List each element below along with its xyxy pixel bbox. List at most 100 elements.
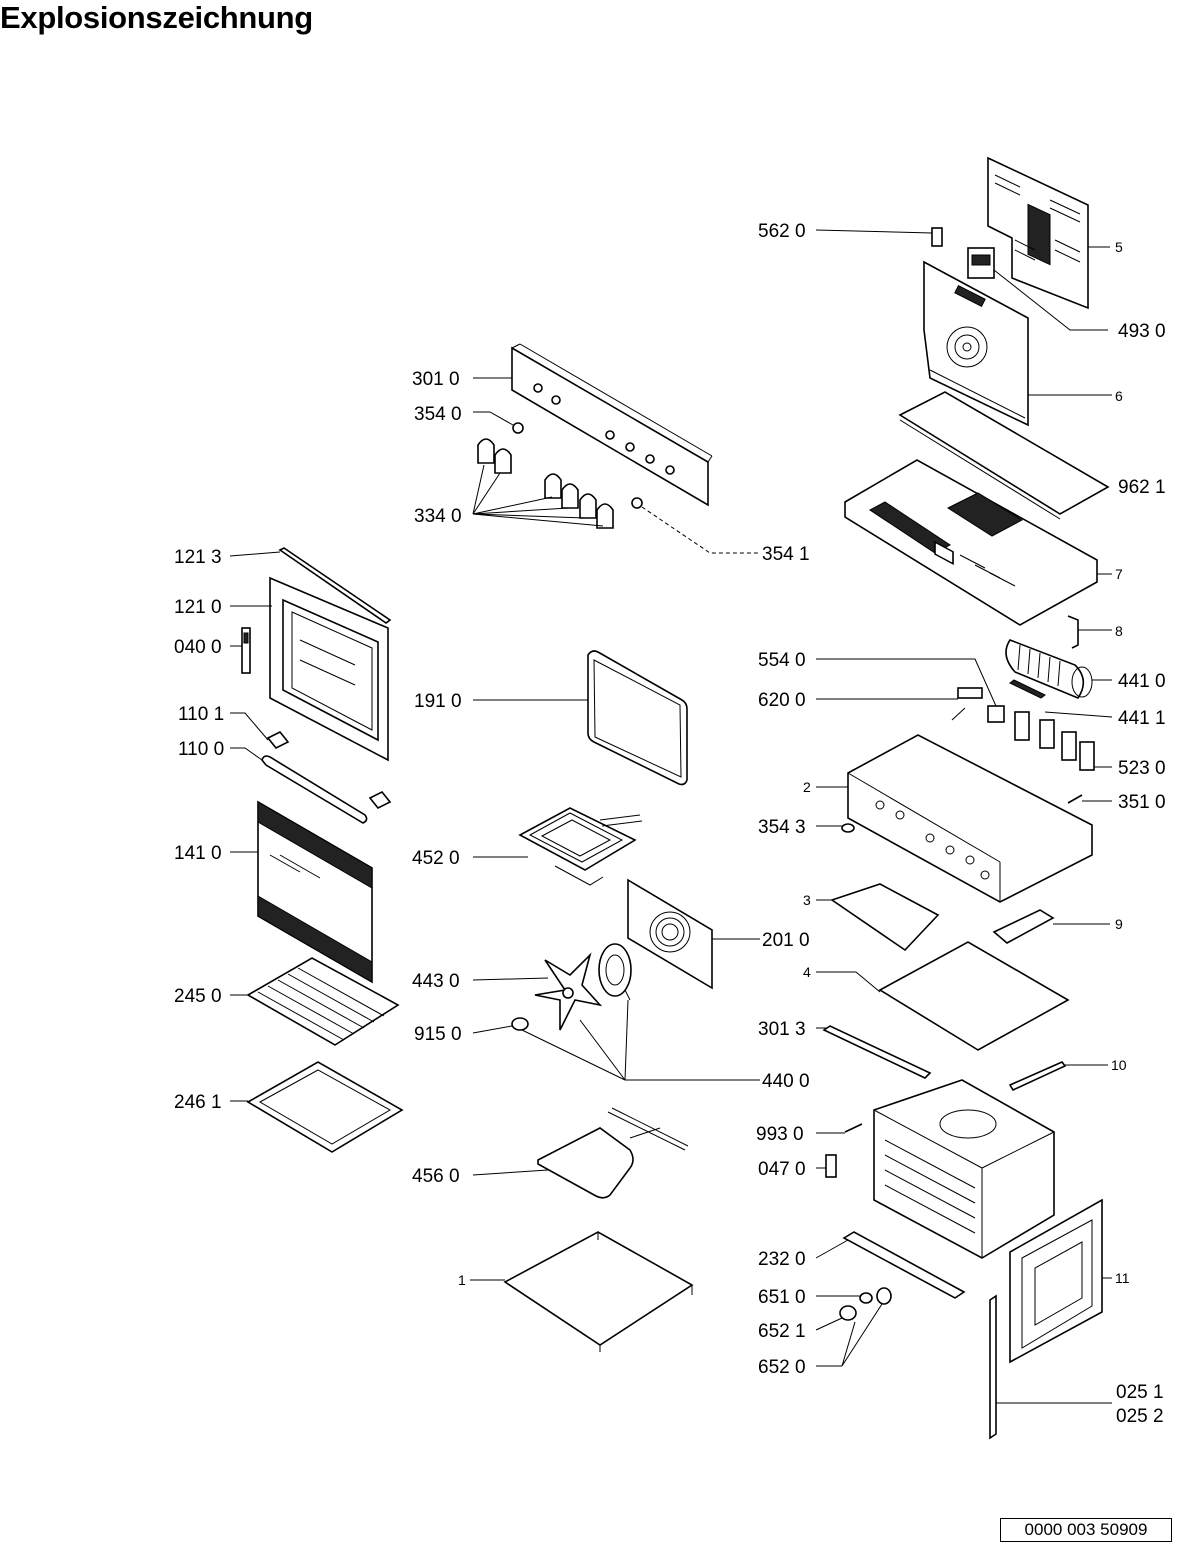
part-floor-panel [503, 1231, 694, 1352]
label-201-0: 201 0 [762, 930, 810, 951]
label-3: 3 [803, 892, 811, 908]
label-6: 6 [1115, 388, 1123, 404]
part-vertical-rail [989, 1294, 997, 1440]
part-panel-3 [830, 883, 940, 952]
part-spacer [511, 1017, 529, 1031]
label-191-0: 191 0 [414, 691, 462, 712]
part-panel-9 [992, 909, 1055, 944]
label-11: 11 [1115, 1270, 1130, 1286]
part-door-glass [257, 800, 373, 984]
label-443-0: 443 0 [412, 971, 460, 992]
label-493-0: 493 0 [1118, 321, 1166, 342]
part-knob-652-1 [839, 1305, 857, 1321]
part-control-panel [511, 343, 713, 507]
label-562-0: 562 0 [758, 221, 806, 242]
label-121-3: 121 3 [174, 547, 222, 568]
part-block-047 [825, 1154, 837, 1178]
label-121-0: 121 0 [174, 597, 222, 618]
part-clip [931, 227, 943, 247]
part-door-top-strip [278, 547, 392, 624]
part-terminal-620 [951, 687, 983, 721]
label-354-1: 354 1 [762, 544, 810, 565]
label-5: 5 [1115, 239, 1123, 255]
label-651-0: 651 0 [758, 1287, 806, 1308]
label-047-0: 047 0 [758, 1159, 806, 1180]
label-232-0: 232 0 [758, 1249, 806, 1270]
part-fan-motor [598, 943, 632, 1001]
label-141-0: 141 0 [174, 843, 222, 864]
part-gasket-strip [898, 391, 1110, 520]
part-screw-354-3 [841, 823, 855, 833]
part-bracket-8 [1067, 615, 1079, 649]
label-456-0: 456 0 [412, 1166, 460, 1187]
part-top-cover [844, 459, 1098, 626]
label-452-0: 452 0 [412, 848, 460, 869]
part-bottom-element [537, 1107, 689, 1199]
part-door-gasket [587, 650, 688, 786]
label-040-0: 040 0 [174, 637, 222, 658]
label-110-1: 110 1 [178, 704, 224, 725]
label-9: 9 [1115, 916, 1123, 932]
document-id-box: 0000 003 50909 [1000, 1518, 1172, 1542]
label-246-1: 246 1 [174, 1092, 222, 1113]
label-7: 7 [1115, 566, 1123, 582]
label-245-0: 245 0 [174, 986, 222, 1007]
page-title: Explosionszeichnung [0, 0, 313, 35]
label-652-0: 652 0 [758, 1357, 806, 1378]
part-knobs [477, 438, 614, 529]
part-wire-rack [246, 957, 400, 1046]
part-oven-cavity [873, 1079, 1055, 1259]
label-441-0: 441 0 [1118, 671, 1166, 692]
part-button-354-1 [631, 497, 643, 509]
part-front-rail [842, 1231, 966, 1299]
label-652-1: 652 1 [758, 1321, 806, 1342]
part-labels: 562 0 5 493 0 6 301 0 354 0 962 1 334 0 … [174, 221, 1166, 1427]
part-baking-tray [246, 1061, 404, 1153]
label-025-1: 025 1 [1116, 1382, 1164, 1403]
label-334-0: 334 0 [414, 506, 462, 527]
part-door-frame [269, 576, 389, 762]
part-fan-cover [627, 878, 713, 990]
label-301-0: 301 0 [412, 369, 460, 390]
label-2: 2 [803, 779, 811, 795]
part-side-panel [1009, 1198, 1103, 1364]
label-8: 8 [1115, 623, 1123, 639]
part-switch-554 [987, 705, 1005, 723]
label-962-1: 962 1 [1118, 477, 1166, 498]
label-440-0: 440 0 [762, 1071, 810, 1092]
part-tangential-fan [1005, 639, 1093, 699]
part-pin-351 [1067, 794, 1083, 804]
label-110-0: 110 0 [178, 739, 224, 760]
part-screw-993 [844, 1123, 863, 1133]
part-strip-301-3 [822, 1025, 932, 1079]
label-351-0: 351 0 [1118, 792, 1166, 813]
label-354-0: 354 0 [414, 404, 462, 425]
part-rear-cover [987, 156, 1089, 310]
label-354-3: 354 3 [758, 817, 806, 838]
part-grill-element [518, 807, 643, 886]
label-620-0: 620 0 [758, 690, 806, 711]
label-301-3: 301 3 [758, 1019, 806, 1040]
part-knob-652-0 [876, 1287, 892, 1305]
label-441-1: 441 1 [1118, 708, 1166, 729]
part-button-354-0 [512, 422, 524, 434]
label-915-0: 915 0 [414, 1024, 462, 1045]
part-strip-10 [1008, 1061, 1067, 1092]
part-back-plate [923, 260, 1029, 427]
part-connector-strip [1009, 679, 1046, 699]
part-knob-651 [859, 1292, 873, 1304]
part-control-chassis [847, 734, 1093, 903]
label-1: 1 [458, 1272, 466, 1288]
part-switches-523 [1014, 711, 1095, 771]
label-993-0: 993 0 [756, 1124, 804, 1145]
part-handle-bar [261, 755, 392, 824]
part-thermostat-block [967, 247, 995, 279]
part-hinge [241, 627, 251, 674]
part-panel-4 [878, 941, 1070, 1051]
part-handle-cap [266, 730, 290, 750]
label-523-0: 523 0 [1118, 758, 1166, 779]
part-fan-blade [534, 952, 603, 1031]
label-10: 10 [1111, 1057, 1127, 1073]
label-4: 4 [803, 964, 811, 980]
